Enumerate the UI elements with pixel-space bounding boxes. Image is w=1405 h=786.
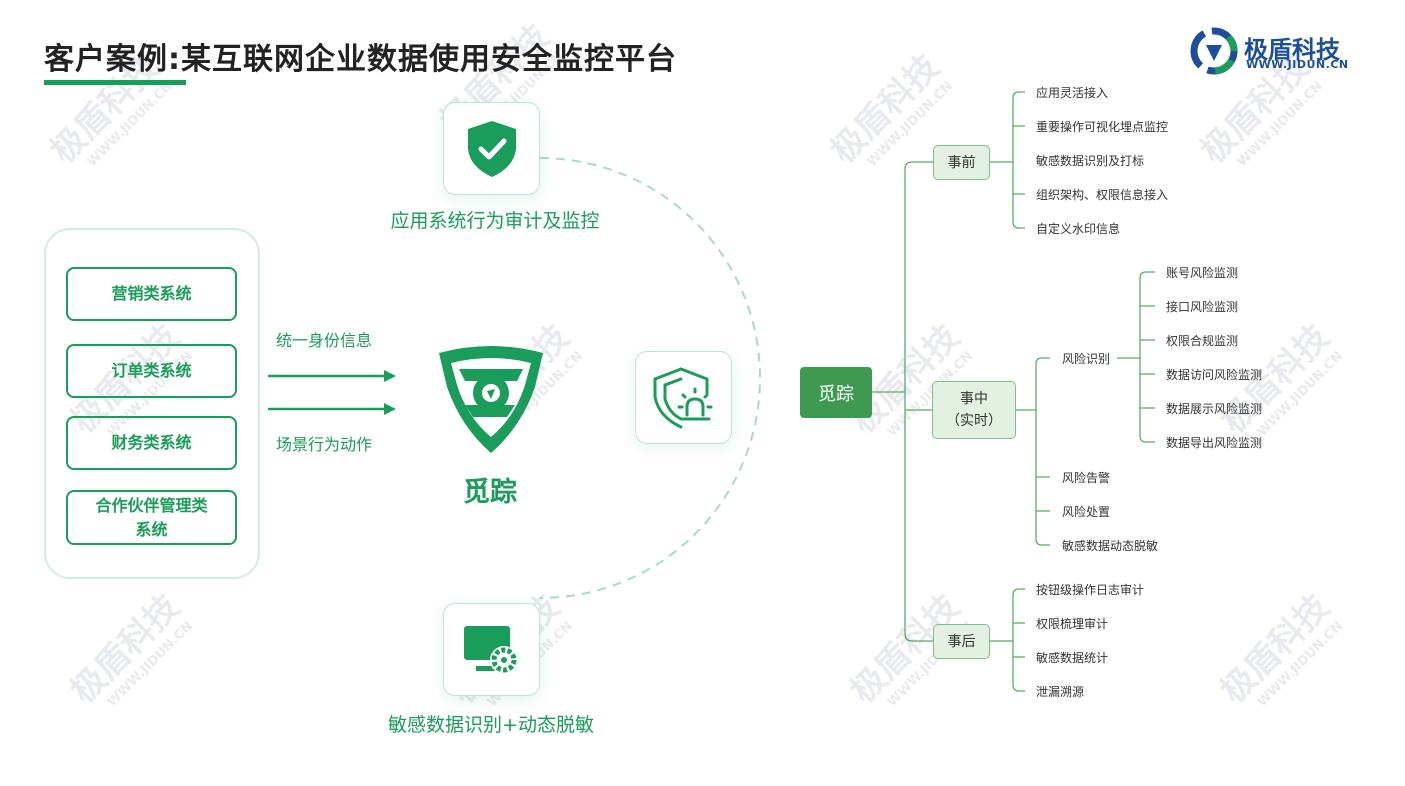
before-item: 敏感数据识别及打标	[1036, 154, 1145, 168]
sensitive-caption: 敏感数据识别+动态脱敏	[388, 714, 594, 736]
systems-panel	[44, 228, 260, 579]
system-partner: 合作伙伴管理类系统	[66, 490, 237, 545]
risk-item: 数据访问风险监测	[1166, 368, 1263, 382]
risk-item: 账号风险监测	[1166, 266, 1239, 280]
alert-card	[635, 351, 732, 444]
after-item: 敏感数据统计	[1036, 651, 1109, 665]
shield-alarm-icon	[653, 367, 712, 428]
system-finance: 财务类系统	[66, 416, 237, 470]
sensitive-data-card	[443, 603, 540, 696]
before-item: 应用灵活接入	[1036, 86, 1109, 100]
node-during-label: 事中	[960, 391, 988, 407]
system-marketing: 营销类系统	[66, 267, 237, 321]
node-during: 事中 （实时）	[932, 381, 1016, 439]
system-order: 订单类系统	[66, 344, 237, 398]
after-item: 按钮级操作日志审计	[1036, 583, 1145, 597]
risk-identify: 风险识别	[1062, 352, 1111, 366]
title-underline	[44, 80, 186, 85]
flow-arrows	[268, 370, 396, 415]
during-item: 风险处置	[1062, 505, 1111, 519]
brand-url: WWW.JIDUN.CN	[1246, 58, 1349, 71]
product-shield-logo-icon	[439, 346, 543, 453]
monitor-gear-icon	[463, 625, 518, 674]
brand-name: 极盾科技	[1244, 36, 1340, 64]
risk-item: 权限合规监测	[1166, 334, 1239, 348]
product-name: 觅踪	[463, 477, 517, 508]
mindmap-root: 觅踪	[800, 367, 872, 418]
behavior-label: 场景行为动作	[276, 435, 373, 454]
after-item: 泄漏溯源	[1036, 685, 1085, 699]
shield-check-icon	[467, 120, 516, 177]
node-during-sub: （实时）	[946, 413, 1002, 429]
node-after: 事后	[933, 624, 990, 659]
brand-logo-icon	[1190, 27, 1238, 75]
audit-caption: 应用系统行为审计及监控	[390, 210, 600, 232]
audit-card	[443, 102, 540, 195]
risk-item: 数据展示风险监测	[1166, 402, 1263, 416]
identity-label: 统一身份信息	[276, 331, 373, 350]
risk-item: 数据导出风险监测	[1166, 436, 1263, 450]
after-item: 权限梳理审计	[1036, 617, 1109, 631]
during-item: 风险告警	[1062, 471, 1111, 485]
before-item: 重要操作可视化埋点监控	[1036, 120, 1169, 134]
during-item: 敏感数据动态脱敏	[1062, 539, 1159, 553]
risk-item: 接口风险监测	[1166, 300, 1239, 314]
before-item: 自定义水印信息	[1036, 222, 1121, 236]
node-before: 事前	[933, 145, 990, 180]
before-item: 组织架构、权限信息接入	[1036, 188, 1169, 202]
page-title: 客户案例:某互联网企业数据使用安全监控平台	[44, 42, 677, 77]
